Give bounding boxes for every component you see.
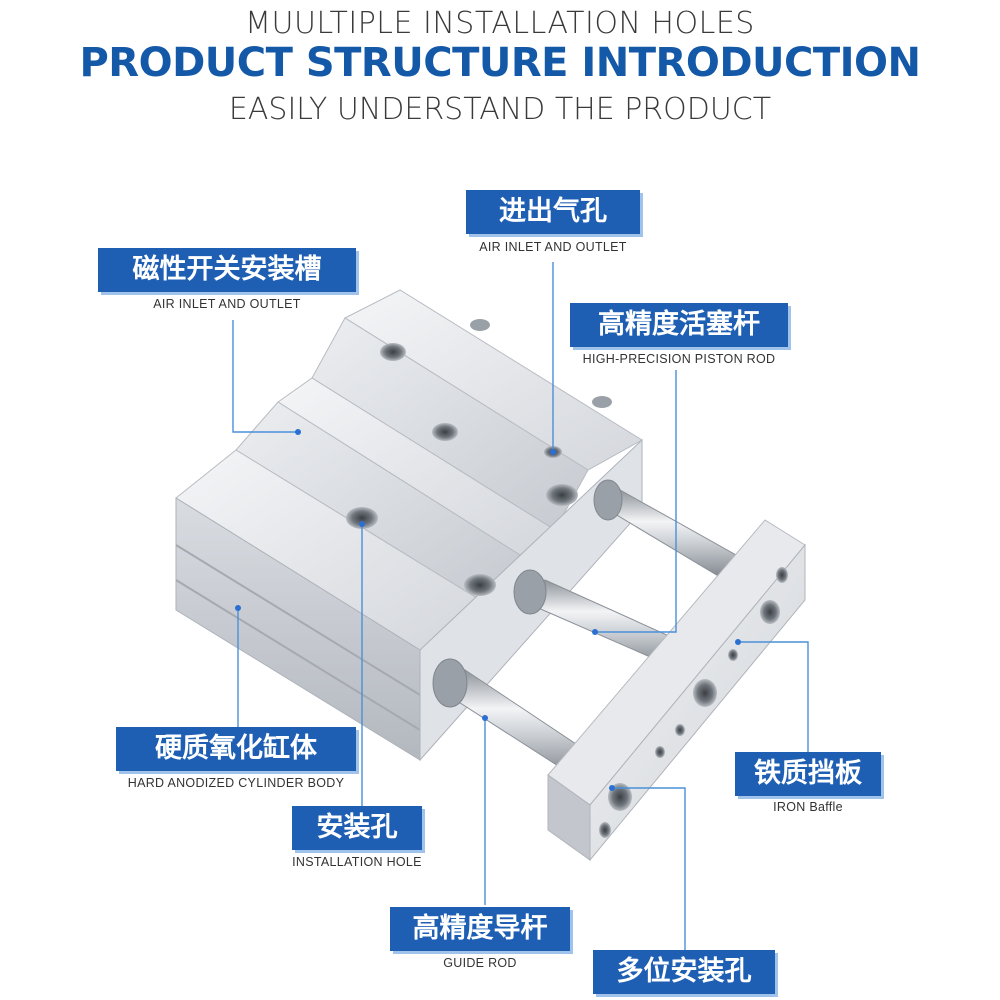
guide-rods [432, 479, 746, 781]
callout-guide-rod-label: 高精度导杆 [390, 907, 570, 951]
callout-guide-rod-sub: GUIDE ROD [443, 956, 517, 970]
callout-piston-rod-label: 高精度活塞杆 [570, 303, 788, 347]
callout-install-hole-label: 安装孔 [292, 806, 422, 850]
callout-install-hole-sub: INSTALLATION HOLE [292, 855, 422, 869]
leader-lines [232, 262, 809, 952]
body-holes [346, 319, 612, 596]
callout-air-port-sub: AIR INLET AND OUTLET [479, 240, 627, 254]
header-line-3: EASILY UNDERSTAND THE PRODUCT [228, 92, 772, 127]
header-line-1: MUULTIPLE INSTALLATION HOLES [245, 6, 755, 41]
callout-iron-baffle-sub: IRON Baffle [773, 800, 843, 814]
callout-piston-rod-sub: HIGH-PRECISION PISTON ROD [582, 352, 776, 366]
callout-air-port-label: 进出气孔 [466, 190, 640, 234]
iron-baffle-plate [547, 519, 806, 862]
callout-cylinder-body-sub: HARD ANODIZED CYLINDER BODY [127, 776, 345, 790]
header-title: PRODUCT STRUCTURE INTRODUCTION [79, 40, 921, 86]
callout-multi-hole-label: 多位安装孔 [593, 950, 775, 994]
callout-cylinder-body-label: 硬质氧化缸体 [116, 727, 356, 771]
callout-switch-slot-label: 磁性开关安装槽 [98, 248, 356, 292]
callout-switch-slot-sub: AIR INLET AND OUTLET [153, 297, 301, 311]
leader-dots [235, 429, 741, 791]
callout-iron-baffle-label: 铁质挡板 [735, 752, 881, 796]
